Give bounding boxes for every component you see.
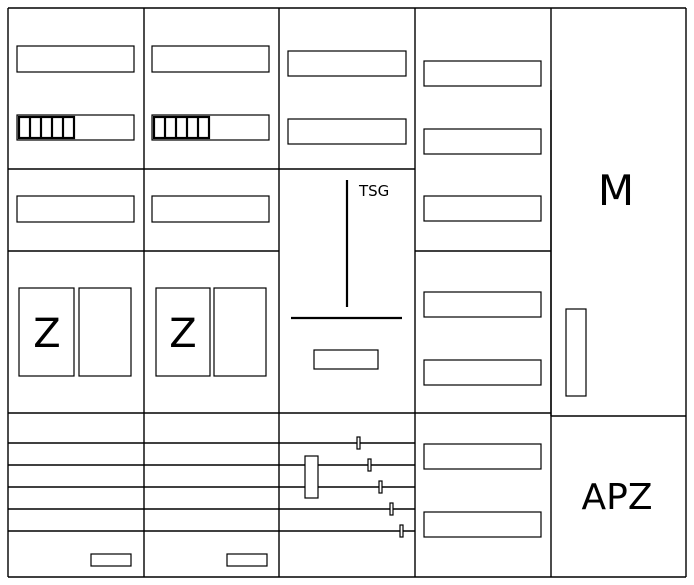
terminal-block [17,115,76,140]
terminal-block [152,115,211,140]
meter-z-label: Z [169,311,196,357]
slot-7 [423,511,542,538]
terminal-strip-slot [151,114,270,141]
top-panel-slot [287,50,407,77]
busbar-lines [279,442,415,532]
slot-1 [423,60,542,87]
m-label: M [598,166,634,215]
busbar-holder [304,455,319,499]
column-5: M APZ [565,166,653,518]
meter-side-slot [213,287,267,377]
terminal-slot [226,553,268,567]
busbar-lines [144,442,279,532]
busbar-lines [8,442,144,532]
m-slot [565,308,587,397]
slot-4 [423,291,542,318]
top-panel-slot [16,45,135,73]
terminal-strip-slot [16,114,135,141]
apz-label: APZ [582,477,653,518]
mid-panel-slot [151,195,270,223]
mid-panel-slot [16,195,135,223]
tsg-slot [313,349,379,370]
terminal-slot [90,553,132,567]
column-3: TSG [279,50,415,538]
meter-side-slot [78,287,132,377]
top-panel-slot [151,45,270,73]
meter-z-label: Z [33,311,60,357]
board-frame [7,7,687,578]
column-1: Z [8,45,144,567]
column-4 [423,60,542,538]
slot-3 [423,195,542,222]
slot-2 [423,128,542,155]
slot-5 [423,359,542,386]
tsg-label: TSG [358,182,389,200]
top-panel-slot-2 [287,118,407,145]
meter-slot [155,287,211,377]
busbar-taps [356,436,404,538]
column-2: Z [144,45,279,567]
slot-6 [423,443,542,470]
meter-slot [18,287,75,377]
